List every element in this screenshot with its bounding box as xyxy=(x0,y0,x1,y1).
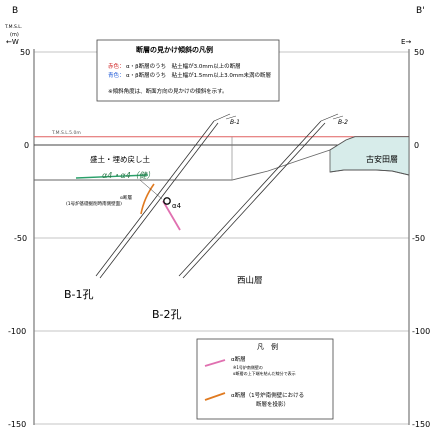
section-label-right: B' xyxy=(416,6,425,16)
fault-legend: 凡 例 α断層 ※1号炉南側壁の α断層の上下端を結んだ線分で表示 α断層（1号… xyxy=(196,338,334,420)
tick-left-50: 50 xyxy=(20,48,30,57)
dip-legend-note: ※傾斜角度は、断面方向の見かけの傾斜を示す。 xyxy=(108,87,228,95)
direction-west: ←W xyxy=(6,38,19,46)
tick-right-minus100: -100 xyxy=(412,327,430,336)
borehole-b2-top-label: B-2 xyxy=(338,119,348,126)
fault-legend-box xyxy=(196,338,334,420)
borehole-b1-tag-line xyxy=(213,113,231,122)
direction-east: E→ xyxy=(401,38,411,46)
depth-ticks-left: 50 0 -50 -100 -150 xyxy=(8,48,30,429)
fault-legend-orange-label-2: 断層を投影） xyxy=(256,400,289,408)
fault-legend-orange-label: α断層（1号炉南側壁における xyxy=(231,391,304,399)
unit-label: (m) xyxy=(10,32,19,38)
borehole-b2-label: B-2孔 xyxy=(152,308,182,321)
borehole-b1-line-a xyxy=(95,120,215,277)
furuyasuda-base xyxy=(329,169,410,176)
datum-label: T.M.S.L. xyxy=(4,24,22,30)
borehole-b2: B-2 xyxy=(178,113,348,279)
alpha-fault-note-line1: α断層 xyxy=(120,194,132,201)
nishiyama-label: 西山層 xyxy=(237,275,263,286)
borehole-b1-label: B-1孔 xyxy=(64,288,94,301)
fault-legend-pink-swatch xyxy=(204,359,226,367)
tick-right-0: 0 xyxy=(414,141,419,150)
tick-left-0: 0 xyxy=(24,141,29,150)
tick-left-minus100: -100 xyxy=(8,327,26,336)
furuyasuda-label: 古安田層 xyxy=(366,154,398,164)
fault-legend-orange-swatch xyxy=(204,392,226,401)
fault-a4-pair-leader xyxy=(139,179,163,200)
fault-legend-pink-note-1: ※1号炉南側壁の xyxy=(233,364,263,370)
fault-a4-pair-label: α4・α4（健） xyxy=(102,171,155,180)
dip-legend-blue-text: α・β断層のうち 粘土幅が1.5mm以上3.0mm未満の断層 xyxy=(126,71,271,79)
borehole-b1: B-1 xyxy=(95,113,240,279)
dip-legend-red-text: α・β断層のうち 粘土幅が3.0mm以上の断層 xyxy=(126,62,241,70)
dip-legend-title: 断層の見かけ傾斜の凡例 xyxy=(136,45,213,54)
dip-legend: 断層の見かけ傾斜の凡例 赤色： α・β断層のうち 粘土幅が3.0mm以上の断層 … xyxy=(96,39,280,102)
fault-legend-title: 凡 例 xyxy=(257,342,278,351)
borehole-b1-tag-tick xyxy=(225,115,237,120)
tick-right-minus150: -150 xyxy=(412,420,430,429)
borehole-b1-line-b xyxy=(99,122,219,279)
fault-pink-trace xyxy=(162,200,181,231)
fault-legend-pink-label: α断層 xyxy=(231,355,246,363)
borehole-b2-tag-tick xyxy=(332,115,344,120)
fault-a4-label: α4 xyxy=(172,202,182,210)
borehole-b1-top-label: B-1 xyxy=(230,119,240,126)
dip-legend-blue-prefix: 青色： xyxy=(108,71,125,79)
borehole-b2-line-a xyxy=(178,120,322,277)
fill-layer-label: 盛土・埋め戻し土 xyxy=(90,154,150,164)
ground-level-label: T.M.S.L.5.0m xyxy=(51,130,81,136)
fault-a4-green-trace xyxy=(75,174,149,179)
fault-a4-intersection-marker xyxy=(163,197,171,205)
dip-legend-red-prefix: 赤色： xyxy=(108,62,125,70)
tick-left-minus150: -150 xyxy=(8,420,26,429)
tick-right-minus50: -50 xyxy=(412,234,425,243)
fault-legend-pink-note-2: α断層の上下端を結んだ線分で表示 xyxy=(233,370,296,376)
dip-legend-box xyxy=(96,39,280,102)
depth-ticks-right: 50 0 -50 -100 -150 xyxy=(412,48,430,429)
borehole-b2-line-b xyxy=(182,122,326,279)
section-label-left: B xyxy=(12,6,18,16)
alpha-fault-note-line2: (1号炉基礎掘削時南側壁面) xyxy=(66,200,122,207)
borehole-b2-tag-line xyxy=(320,113,339,122)
tick-right-50: 50 xyxy=(414,48,424,57)
fault-orange-trace xyxy=(140,183,155,215)
tick-left-minus50: -50 xyxy=(14,234,27,243)
